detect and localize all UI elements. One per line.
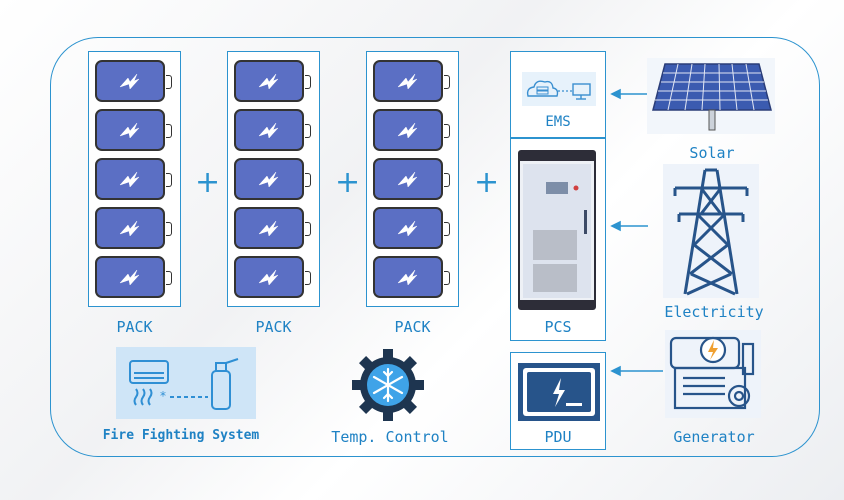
- pdu-bolt-icon: [518, 363, 600, 421]
- battery-cell-icon: [373, 109, 450, 151]
- pack-1: [88, 51, 181, 307]
- battery-cell-icon: [373, 207, 450, 249]
- battery-cell-icon: [95, 207, 172, 249]
- ac-extinguisher-icon: *: [116, 347, 256, 419]
- power-tower-icon: [663, 164, 759, 298]
- battery-cell-icon: [234, 158, 311, 200]
- battery-cell-icon: [234, 109, 311, 151]
- pcs-label: PCS: [544, 318, 572, 336]
- battery-cell-icon: [373, 256, 450, 298]
- generator-icon: [665, 330, 761, 418]
- pdu-label: PDU: [544, 428, 572, 446]
- pcs-cabinet-icon: [518, 150, 596, 310]
- battery-cell-icon: [95, 256, 172, 298]
- pack-3-label: PACK: [394, 318, 431, 336]
- temp-control-label: Temp. Control: [331, 428, 449, 446]
- system-frame: [50, 37, 820, 457]
- plus-sign: +: [474, 165, 500, 200]
- battery-cell-icon: [95, 158, 172, 200]
- plus-sign: +: [335, 165, 361, 200]
- svg-text:*: *: [160, 389, 166, 403]
- battery-cell-icon: [95, 60, 172, 102]
- cloud-server-monitor-icon: [522, 72, 596, 106]
- battery-cell-icon: [373, 158, 450, 200]
- battery-cell-icon: [95, 109, 172, 151]
- electricity-label: Electricity: [664, 303, 764, 321]
- plus-sign: +: [195, 165, 221, 200]
- generator-label: Generator: [673, 428, 755, 446]
- battery-cell-icon: [234, 256, 311, 298]
- battery-cell-icon: [234, 60, 311, 102]
- ems-pcs-divider: [510, 137, 606, 139]
- pack-2: [227, 51, 320, 307]
- battery-cell-icon: [373, 60, 450, 102]
- solar-panel-icon: [647, 58, 775, 134]
- pack-1-label: PACK: [116, 318, 153, 336]
- ems-label: EMS: [545, 114, 571, 130]
- fire-fighting-label: Fire Fighting System: [102, 428, 260, 443]
- solar-label: Solar: [689, 144, 735, 162]
- pack-3: [366, 51, 459, 307]
- pack-2-label: PACK: [255, 318, 292, 336]
- snowflake-gear-icon: [352, 349, 424, 421]
- battery-cell-icon: [234, 207, 311, 249]
